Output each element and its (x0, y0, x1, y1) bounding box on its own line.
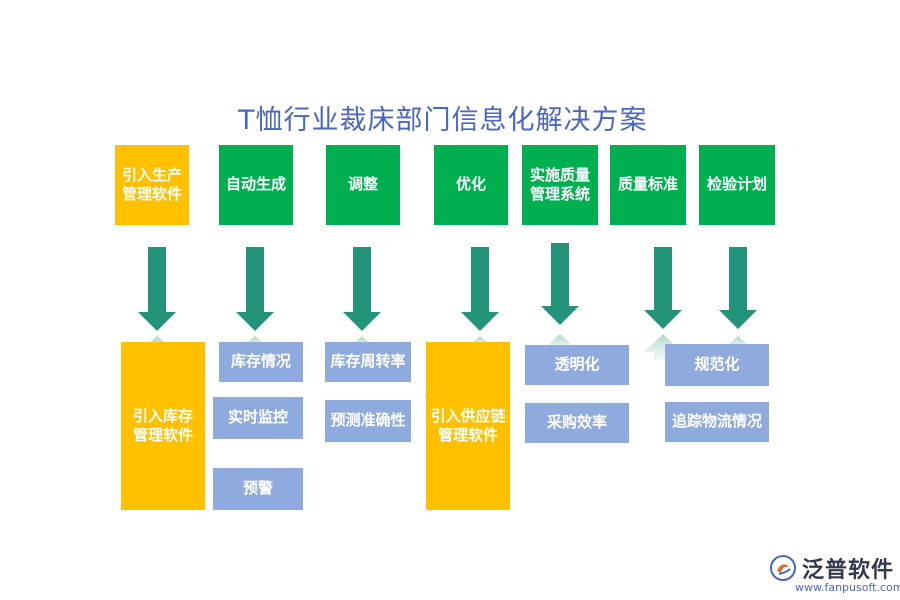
box-inventory-status: 库存情况 (219, 342, 303, 382)
box-procurement-efficiency: 采购效率 (525, 403, 629, 443)
reflection-arrow (644, 334, 682, 360)
arrow-down-1 (138, 247, 176, 331)
box-forecast-accuracy: 预测准确性 (325, 400, 411, 442)
box-quality-system: 实施质量管理系统 (522, 145, 598, 225)
box-optimize: 优化 (434, 145, 508, 225)
box-intro-production-software: 引入生产管理软件 (115, 145, 189, 225)
box-intro-supply-chain-software: 引入供应链管理软件 (426, 342, 510, 510)
box-early-warning: 预警 (213, 468, 303, 510)
fanpu-logo: 泛普软件 (770, 552, 894, 584)
arrow-down-3 (343, 247, 381, 331)
box-standardization: 规范化 (665, 344, 769, 386)
page-title: T恤行业裁床部门信息化解决方案 (238, 105, 648, 136)
arrow-down-5 (541, 243, 579, 325)
logo-url: www.fanpusoft.com (795, 581, 900, 594)
box-logistics-tracking: 追踪物流情况 (665, 402, 769, 442)
fanpu-logo-icon (770, 555, 796, 581)
box-intro-inventory-software: 引入库存管理软件 (121, 342, 205, 510)
box-transparency: 透明化 (525, 345, 629, 385)
logo-name: 泛普软件 (802, 558, 895, 583)
box-real-time-monitoring: 实时监控 (213, 397, 303, 439)
box-quality-standard: 质量标准 (610, 145, 686, 225)
box-inspection-plan: 检验计划 (699, 145, 775, 225)
arrow-down-6 (644, 247, 682, 329)
arrow-down-7 (719, 247, 757, 329)
arrow-down-4 (461, 247, 499, 331)
box-auto-generate: 自动生成 (219, 145, 293, 225)
arrow-down-2 (236, 247, 274, 331)
box-adjust: 调整 (326, 145, 400, 225)
box-inventory-turnover: 库存周转率 (325, 342, 411, 382)
